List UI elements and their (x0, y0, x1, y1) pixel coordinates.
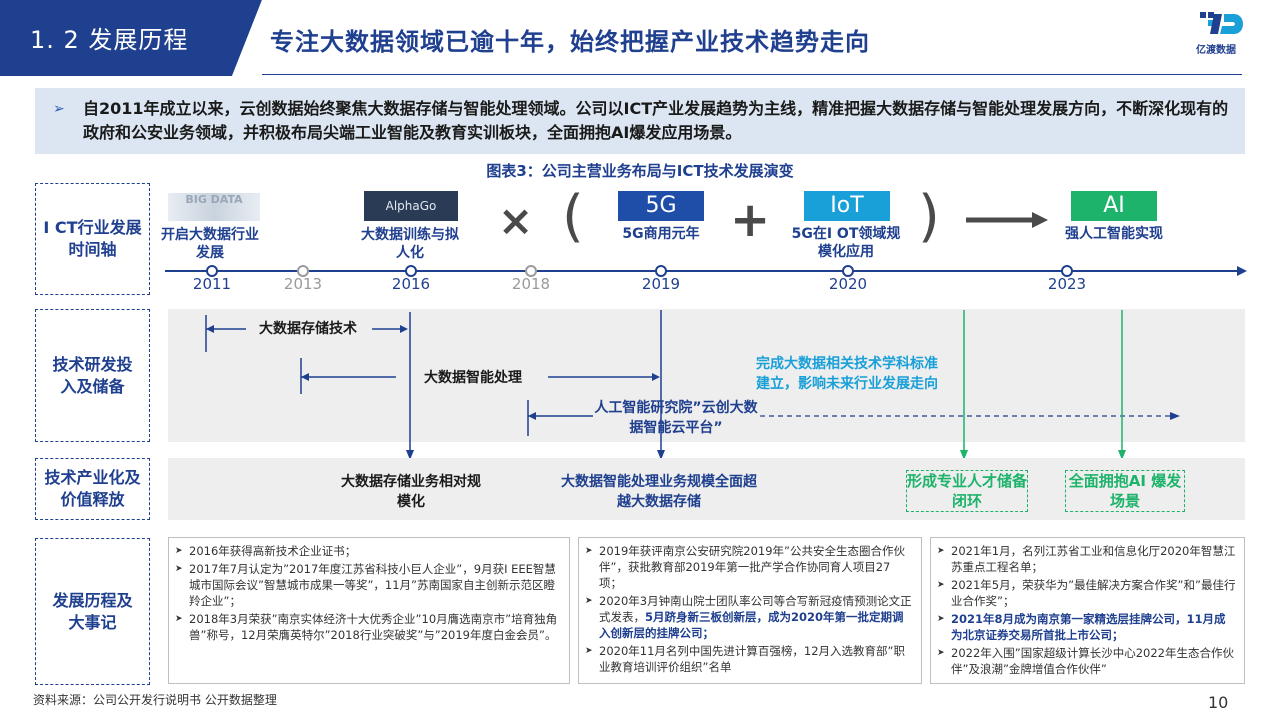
year-2020: 2020 (828, 275, 868, 293)
industry-ai-box: 全面拥抱AI 爆发场景 (1065, 470, 1185, 512)
event-item: 2016年获得高新技术企业证书； (175, 543, 561, 559)
rd-ai-institute-label: 人工智能研究院”云创大数据智能云平台” (594, 400, 758, 436)
rd-band (168, 309, 1245, 442)
section-label: 1. 2 发展历程 (30, 26, 189, 54)
event-item: 2020年3月钟南山院士团队率公司等合写新冠疫情预测论文正式发表，5月跻身新三板… (585, 593, 913, 641)
milestone-2023-label: 强人工智能实现 (1065, 226, 1163, 242)
event-item: 2019年获评南京公安研究院2019年”公共安全生态圈合作伙伴”，获批教育部20… (585, 543, 913, 591)
summary-box: ➢ 自2011年成立以来，云创数据始终聚焦大数据存储与智能处理领域。公司以ICT… (35, 88, 1245, 154)
year-2018: 2018 (511, 275, 551, 293)
close-paren-icon: ) (918, 184, 940, 249)
event-highlight: 5月跻身新三板创新层，成为2020年第一批定期调入创新层的挂牌公司； (599, 610, 904, 640)
timeline-axis (165, 265, 1247, 277)
rd-intelligent-label: 大数据智能处理 (424, 370, 522, 386)
industry-intelligent-text: 大数据智能处理业务规模全面超越大数据存储 (561, 474, 757, 510)
figure-title: 图表3：公司主营业务布局与ICT技术发展演变 (486, 162, 794, 180)
logo-text: 亿渡数据 (1196, 45, 1236, 56)
alphago-logo: AlphaGo (364, 191, 458, 221)
long-arrow-icon (966, 212, 1048, 228)
milestone-2020-label: 5G在I OT领域规模化应用 (791, 226, 901, 260)
year-2019: 2019 (641, 275, 681, 293)
milestone-2011-label: 开启大数据行业发展 (161, 227, 259, 261)
badge-iot: IoT (804, 191, 890, 221)
badge-5g: 5G (618, 191, 704, 221)
title-divider (262, 74, 1242, 75)
event-item: 2021年5月，荣获华为”最佳解决方案合作奖”和”最佳行业合作奖”； (937, 577, 1236, 609)
year-2013: 2013 (283, 275, 323, 293)
open-paren-icon: ( (562, 184, 584, 249)
page-title: 专注大数据领域已逾十年，始终把握产业技术趋势走向 (270, 28, 870, 56)
event-item: 2022年入围”国家超级计算长沙中心2022年生态合作伙伴”及浪潮”金牌增值合作… (937, 645, 1236, 677)
badge-ai: AI (1071, 191, 1157, 221)
milestone-2019-label: 5G商用元年 (622, 226, 700, 242)
logo-icon (1200, 12, 1243, 34)
page-number: 10 (1208, 693, 1229, 712)
rd-storage-label: 大数据存储技术 (259, 321, 357, 337)
milestone-2016-label: 大数据训练与拟人化 (361, 227, 459, 261)
year-2011: 2011 (192, 275, 232, 293)
times-icon: × (498, 196, 534, 245)
events-box-3: 2021年1月，名列江苏省工业和信息化厅2020年智慧江苏重点工程名单； 202… (930, 537, 1245, 684)
summary-text: 自2011年成立以来，云创数据始终聚焦大数据存储与智能处理领域。公司以ICT产业… (83, 99, 1229, 142)
year-2016: 2016 (391, 275, 431, 293)
industry-storage-text: 大数据存储业务相对规模化 (341, 474, 481, 510)
event-item-highlight: 2021年8月成为南京第一家精选层挂牌公司，11月成为北京证券交易所首批上市公司… (937, 611, 1236, 643)
source-note: 资料来源：公司公开发行说明书 公开数据整理 (33, 693, 277, 707)
event-item: 2017年7月认定为”2017年度江苏省科技小巨人企业”，9月获I EEE智慧城… (175, 561, 561, 609)
events-box-1: 2016年获得高新技术企业证书； 2017年7月认定为”2017年度江苏省科技小… (168, 537, 570, 684)
row-label-events: 发展历程及大事记 (35, 538, 150, 685)
event-item: 2021年1月，名列江苏省工业和信息化厅2020年智慧江苏重点工程名单； (937, 543, 1236, 575)
row-label-rd: 技术研发投入及储备 (35, 309, 150, 442)
event-item: 2020年11月名列中国先进计算百强榜，12月入选教育部”职业教育培训评价组织”… (585, 643, 913, 675)
rd-arrows (205, 310, 1180, 460)
section-badge (0, 0, 262, 76)
big-data-logo: BIG DATA (168, 193, 260, 221)
row-label-industry: 技术产业化及价值释放 (35, 458, 150, 520)
events-box-2: 2019年获评南京公安研究院2019年”公共安全生态圈合作伙伴”，获批教育部20… (578, 537, 922, 684)
row-label-ict: I CT行业发展时间轴 (35, 183, 150, 295)
plus-icon: + (730, 192, 771, 248)
industry-talent-box: 形成专业人才储备闭环 (906, 470, 1028, 512)
rd-standards-label: 完成大数据相关技术学科标准建立，影响未来行业发展走向 (756, 356, 938, 392)
year-2023: 2023 (1047, 275, 1087, 293)
summary-bullet-icon: ➢ (53, 101, 65, 117)
event-item: 2018年3月荣获”南京实体经济十大优秀企业”10月膺选南京市”培育独角兽”称号… (175, 611, 561, 643)
